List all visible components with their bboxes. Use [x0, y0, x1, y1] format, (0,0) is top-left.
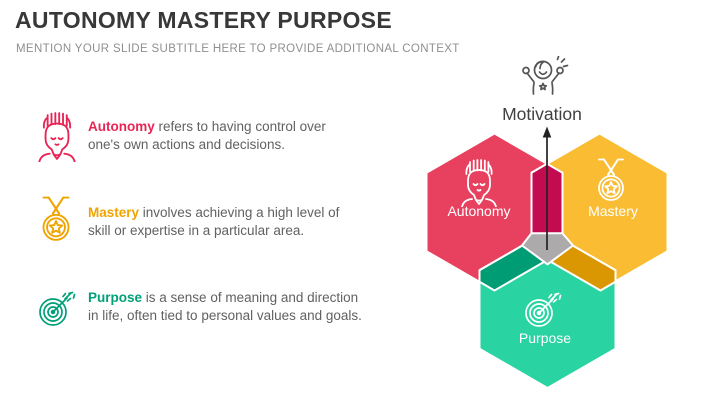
- medal-star-icon: [38, 196, 74, 244]
- item-description: Autonomy refers to having control over o…: [88, 118, 326, 154]
- hexagon-venn-diagram: Motivation Autonomy Mastery Purpose: [425, 56, 669, 390]
- target-dart-icon: [36, 289, 78, 329]
- page-title: AUTONOMY MASTERY PURPOSE: [15, 7, 392, 33]
- hexagon-label-mastery: Mastery: [588, 203, 638, 219]
- item-text-line1: involves achieving a high level of: [142, 205, 340, 220]
- hexagon-label-autonomy: Autonomy: [447, 203, 510, 219]
- item-text-line1: is a sense of meaning and direction: [145, 290, 359, 305]
- item-text-line1: refers to having control over: [158, 119, 326, 134]
- motivation-label: Motivation: [502, 104, 582, 124]
- item-keyword: Autonomy: [88, 119, 155, 134]
- item-keyword: Purpose: [88, 290, 143, 305]
- item-description: Mastery involves achieving a high level …: [88, 204, 339, 240]
- list-item-autonomy: Autonomy refers to having control over o…: [36, 110, 396, 180]
- cheering-person-icon: [522, 56, 569, 95]
- item-text-line2: in life, often tied to personal values a…: [88, 308, 362, 323]
- hexagon-label-purpose: Purpose: [519, 330, 571, 346]
- arrow-up: [542, 126, 552, 250]
- item-keyword: Mastery: [88, 205, 140, 220]
- list-item-mastery: Mastery involves achieving a high level …: [36, 196, 396, 266]
- page-subtitle: MENTION YOUR SLIDE SUBTITLE HERE TO PROV…: [16, 43, 460, 55]
- head-with-hands-icon: [36, 110, 78, 162]
- item-description: Purpose is a sense of meaning and direct…: [88, 289, 362, 325]
- item-text-line2: skill or expertise in a particular area.: [88, 223, 305, 238]
- item-text-line2: one's own actions and decisions.: [88, 137, 285, 152]
- list-item-purpose: Purpose is a sense of meaning and direct…: [36, 281, 396, 351]
